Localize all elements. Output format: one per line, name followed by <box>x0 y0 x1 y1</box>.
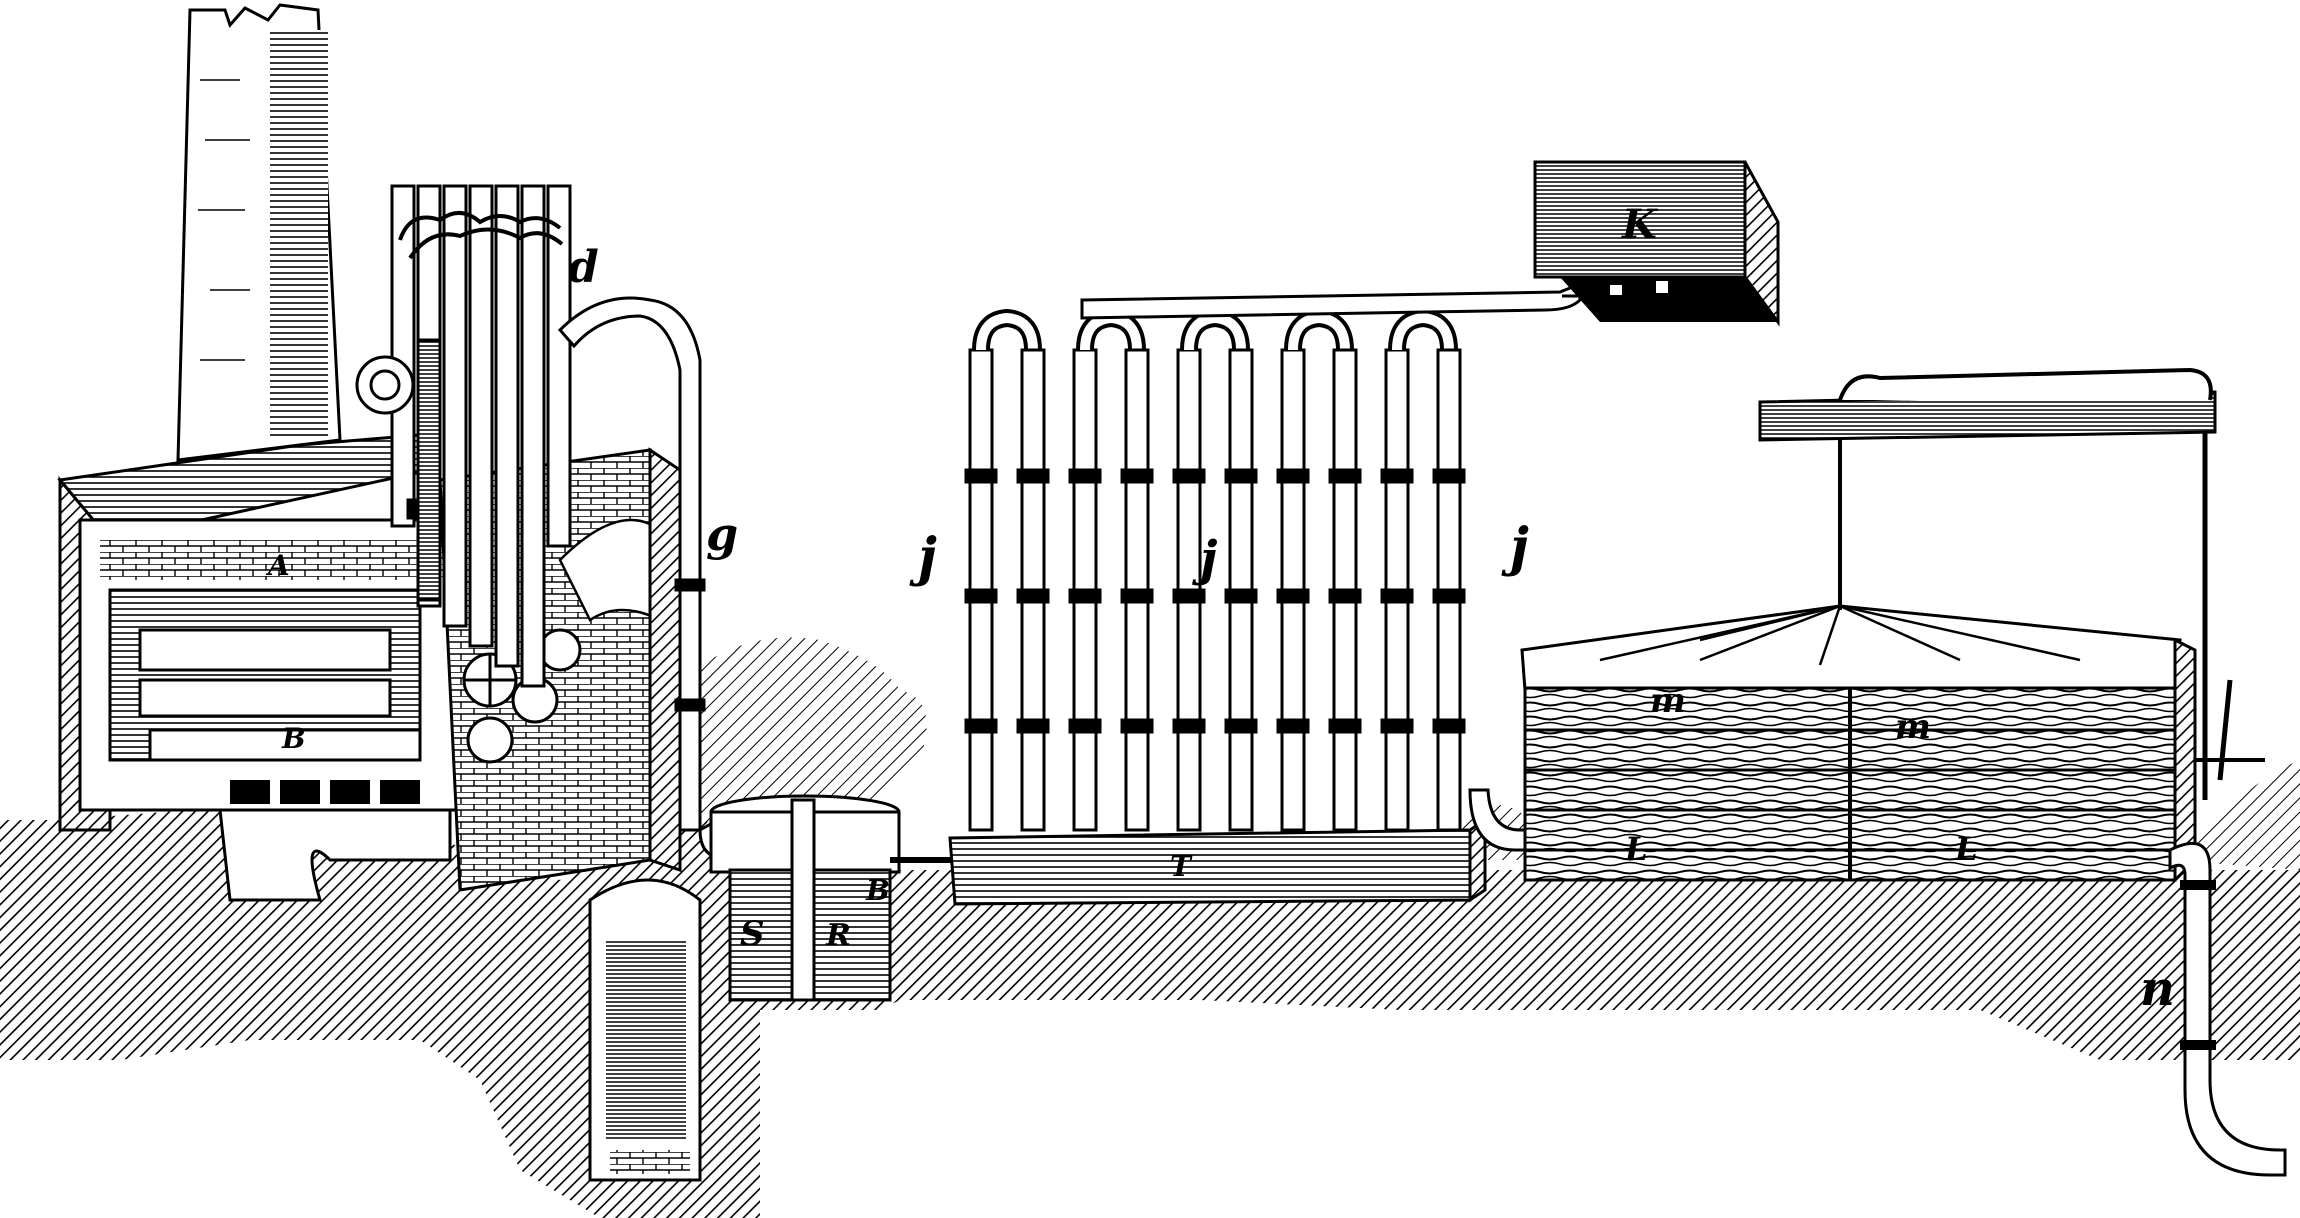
pipe-collar <box>964 588 998 604</box>
label-r: R <box>825 918 851 953</box>
pipe-collar <box>1016 588 1050 604</box>
pipe-collar <box>1276 588 1310 604</box>
figure-labels: d g j j j K n A B S R B T m m L L <box>265 201 2175 1017</box>
pipe-collar <box>1380 718 1414 734</box>
pipe-collar <box>1276 718 1310 734</box>
pipe-collar <box>1172 718 1206 734</box>
label-m1: m <box>1650 681 1686 721</box>
pipe-collar <box>1328 588 1362 604</box>
label-l2: L <box>1954 830 1978 868</box>
pipe-collar <box>1328 718 1362 734</box>
pipe-collar <box>1328 468 1362 484</box>
lime-purifier <box>1468 367 2287 1177</box>
pipe-collar <box>1068 468 1102 484</box>
condenser-bend <box>1184 312 1246 351</box>
pipe-collar <box>1120 718 1154 734</box>
pipe-collar <box>1380 468 1414 484</box>
pipe-collar <box>1276 468 1310 484</box>
pipe-collar <box>1172 468 1206 484</box>
pipe-collar <box>1120 588 1154 604</box>
label-b: B <box>281 722 306 755</box>
stand-pipes <box>355 184 572 688</box>
condenser-pipes <box>964 308 1466 832</box>
pipe-collar <box>1432 718 1466 734</box>
pipe-collar <box>1016 468 1050 484</box>
condenser-bend <box>1288 312 1350 351</box>
tank-k <box>1533 160 1780 327</box>
pipe-collar <box>1068 588 1102 604</box>
label-k: K <box>1621 201 1659 248</box>
tar-well <box>588 794 960 1182</box>
label-j-right: j <box>1501 517 1529 578</box>
pipe-collar <box>1172 588 1206 604</box>
pipe-collar <box>1120 468 1154 484</box>
pipe-collar <box>964 718 998 734</box>
label-a: A <box>265 549 290 582</box>
pipe-collar <box>1224 718 1258 734</box>
label-t: T <box>1170 850 1193 883</box>
condenser-bend <box>1392 312 1454 351</box>
label-g: g <box>706 507 738 561</box>
label-j-left: j <box>909 527 937 588</box>
pipe-collar <box>1224 588 1258 604</box>
label-d: d <box>568 242 599 293</box>
pipe-collar <box>1380 588 1414 604</box>
condenser-bend <box>976 312 1038 351</box>
label-n: n <box>2140 961 2175 1017</box>
pipe-collar <box>1432 468 1466 484</box>
label-l1: L <box>1624 830 1648 868</box>
pipe-collar <box>964 468 998 484</box>
retort-furnace <box>57 3 682 902</box>
label-b2: B <box>865 874 890 907</box>
pipe-collar <box>1432 588 1466 604</box>
label-m2: m <box>1895 707 1931 747</box>
pipe-collar <box>1224 468 1258 484</box>
pipe-collar <box>1016 718 1050 734</box>
label-s: S <box>740 914 765 954</box>
condenser <box>948 266 1592 906</box>
pipe-collar <box>1068 718 1102 734</box>
